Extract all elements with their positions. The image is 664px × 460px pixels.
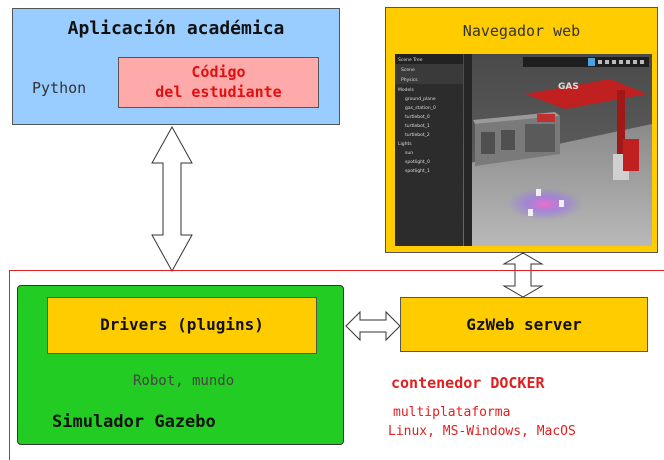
browser-title: Navegador web [462,22,581,40]
student-code-label: Código del estudiante [118,62,319,102]
gzweb-server-label: GzWeb server [466,315,582,334]
docker-container-frame [9,270,664,460]
svg-text:GAS: GAS [558,82,579,92]
scene-tree-item: ground_plane [405,96,436,102]
drivers-gzweb-double-arrow [345,310,401,342]
student-code-line-2: del estudiante [155,83,282,101]
scene-tree-item: Lights [398,141,412,147]
drivers-plugins-box [47,297,317,354]
gzweb-scene-render: GAS Scene Tree Scene Physics Models grou… [395,54,652,246]
academic-app-language: Python [32,79,87,97]
docker-container-label: contenedor DOCKER [391,374,545,392]
scene-tree-item: spotlight_0 [405,159,430,165]
scene-tree-item: Models [398,87,415,93]
student-code-line-1: Código [191,63,246,81]
scene-tree-item: gas_station_0 [405,105,436,111]
scene-tree-item: Scene [401,67,415,73]
multiplatform-label: multiplataforma [393,405,511,420]
scene-tree-item: turtlebot_0 [405,114,430,120]
academic-app-title: Aplicación académica [67,18,285,39]
scene-tree-item: turtlebot_1 [405,123,430,129]
scene-tree-item: turtlebot_2 [405,132,430,138]
robot-world-label: Robot, mundo [133,373,235,389]
scene-tree-item: sun [405,151,413,156]
platforms-label: Linux, MS-Windows, MacOS [388,424,576,439]
drivers-plugins-label: Drivers (plugins) [100,315,264,334]
gazebo-simulator-label: Simulador Gazebo [52,412,216,432]
gzweb-server-box [400,297,648,352]
scene-tree-title: Scene Tree [398,57,423,63]
scene-tree-item: Physics [401,77,418,83]
scene-tree-item: spotlight_1 [405,168,430,174]
gzweb-screenshot: GAS Scene Tree Scene Physics Models grou… [395,54,652,246]
student-code-box [118,57,319,108]
app-drivers-double-arrow [151,125,193,273]
